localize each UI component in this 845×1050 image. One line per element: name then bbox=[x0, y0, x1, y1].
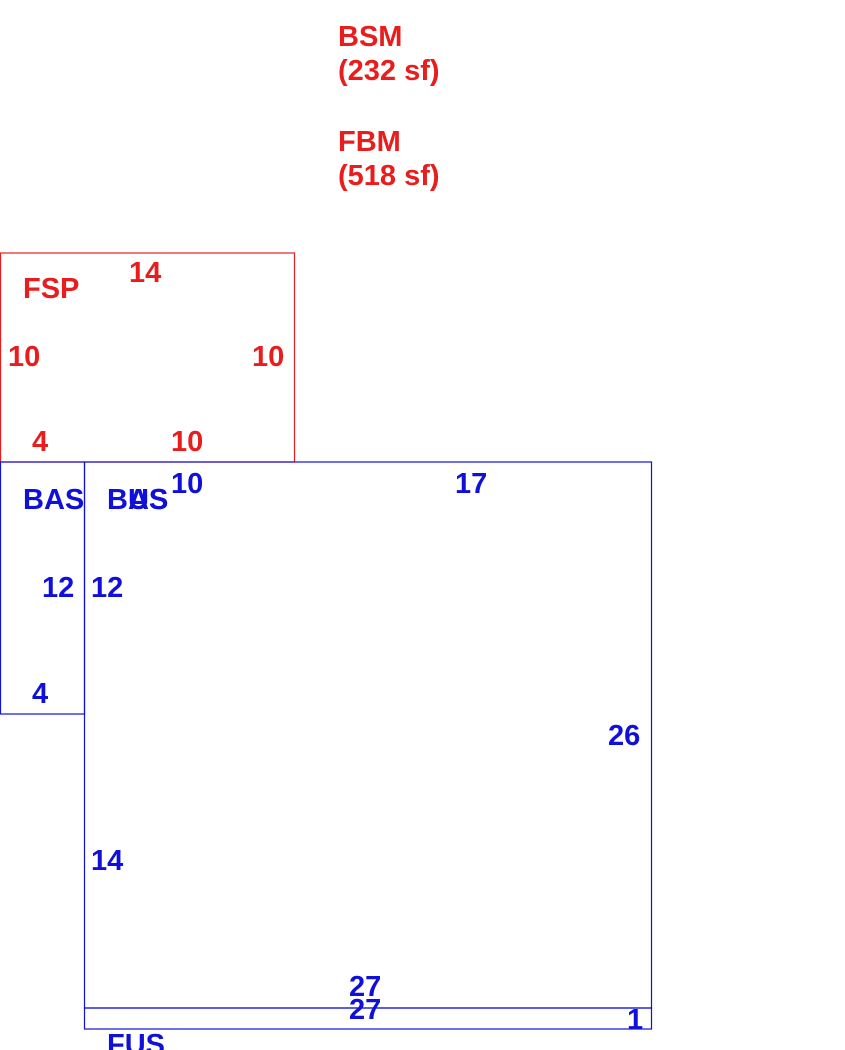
bsm-code-label: BSM bbox=[338, 21, 402, 53]
bas-small-side-dimension: 12 bbox=[42, 572, 74, 604]
fsp-right-dimension: 10 bbox=[252, 341, 284, 373]
fus-outline bbox=[83, 1007, 653, 1030]
fsp-left-dimension: 10 bbox=[8, 341, 40, 373]
fsp-bottom-left-dimension: 4 bbox=[32, 426, 48, 458]
bas-main-bottom-dimension: 27 bbox=[349, 971, 381, 1003]
bas-main-left-upper-dimension: 12 bbox=[91, 572, 123, 604]
bas-main-code-label: BAS bbox=[107, 484, 168, 516]
bas-main-top-left-dimension: 10 bbox=[171, 468, 203, 500]
bsm-area-label: (232 sf) bbox=[338, 55, 440, 87]
fbm-area-label: (518 sf) bbox=[338, 160, 440, 192]
bas-main-outline bbox=[83, 461, 653, 1009]
fbm-code-label: FBM bbox=[338, 126, 401, 158]
fsp-bottom-right-dimension: 10 bbox=[171, 426, 203, 458]
fsp-code-label: FSP bbox=[23, 273, 79, 305]
bas-main-right-dimension: 26 bbox=[608, 720, 640, 752]
bas-main-overlap-label: US bbox=[128, 484, 168, 516]
bas-main-left-lower-dimension: 14 bbox=[91, 845, 123, 877]
bas-small-code-label: BAS bbox=[23, 484, 84, 516]
fus-top-dimension: 27 bbox=[349, 994, 381, 1026]
bas-small-bottom-dimension: 4 bbox=[32, 678, 48, 710]
fus-code-label: FUS bbox=[107, 1029, 165, 1050]
fsp-top-dimension: 14 bbox=[129, 257, 161, 289]
fus-right-dimension: 1 bbox=[627, 1004, 643, 1036]
bas-main-top-right-dimension: 17 bbox=[455, 468, 487, 500]
